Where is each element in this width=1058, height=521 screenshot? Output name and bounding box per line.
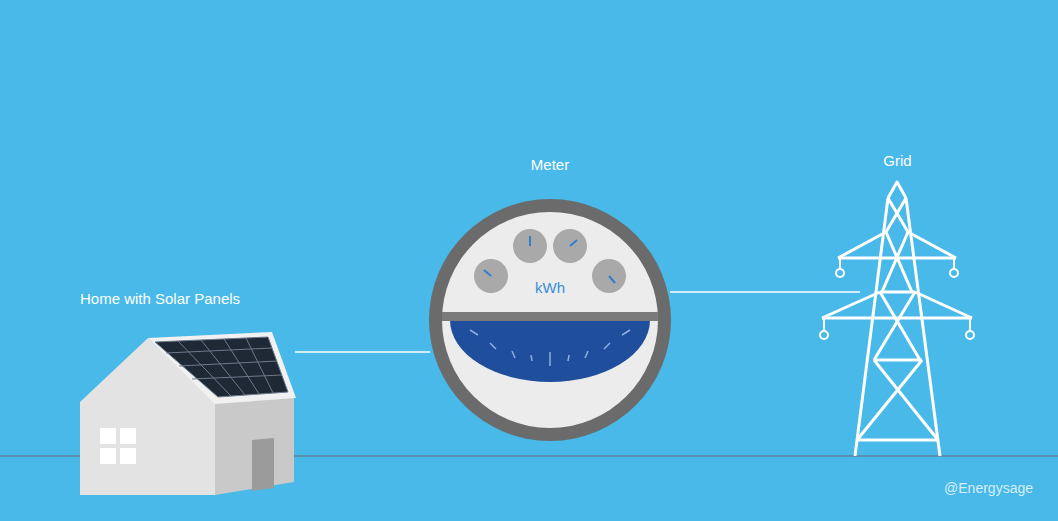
transmission-tower-shape-shape: [950, 269, 958, 277]
meter-illustration-shape-shape: [585, 351, 588, 358]
transmission-tower-shape: [886, 232, 912, 292]
transmission-tower-shape-shape: [823, 318, 825, 330]
meter-dial-shape-shape: [484, 270, 491, 276]
transmission-tower-shape: [880, 291, 915, 294]
transmission-tower-shape: [838, 232, 886, 258]
meter-unit: kWh: [500, 279, 600, 297]
house-illustration-shape: [252, 438, 274, 491]
solar-panel-array-shape: [155, 337, 288, 397]
transmission-tower-shape: [908, 232, 956, 258]
transmission-tower-shape: [888, 182, 906, 198]
transmission-tower-shape: [880, 292, 920, 360]
meter-dial-shape: [484, 236, 615, 283]
meter-illustration: [429, 199, 671, 441]
transmission-tower-shape: [882, 232, 908, 292]
meter-illustration-shape-shape: [622, 330, 630, 335]
house-illustration-shape: [100, 428, 116, 444]
solar-panel-array-shape: [179, 361, 277, 366]
meter-dial-shape-shape: [570, 240, 577, 246]
transmission-tower-shape-shape: [820, 331, 828, 339]
transmission-tower-shape: [820, 258, 974, 339]
watermark: @Energysage: [880, 480, 1033, 496]
meter-illustration-shape-shape: [568, 355, 569, 361]
transmission-tower-shape: [888, 198, 908, 232]
house-illustration: [80, 332, 296, 495]
meter-dial-shape: [592, 259, 626, 293]
node-title: Grid: [860, 152, 935, 170]
solar-panel-array-shape: [246, 338, 273, 393]
meter-illustration-shape-shape: [470, 330, 478, 335]
solar-panel-array-shape: [178, 341, 231, 396]
meter-dial-shape-shape: [609, 276, 615, 283]
transmission-tower-shape: [874, 292, 915, 360]
transmission-tower-shape: [857, 439, 938, 442]
tower-node: Grid: [860, 150, 935, 456]
transmission-tower-shape: [855, 198, 888, 456]
house-illustration-shape: [120, 428, 136, 444]
meter-illustration-shape: [442, 312, 658, 321]
transmission-tower-shape: [886, 198, 906, 232]
house-illustration-shape: [148, 332, 296, 404]
transmission-tower-shape: [906, 198, 940, 456]
solar-panel-array-shape: [192, 375, 282, 379]
meter-dial-shape-shape: [529, 236, 531, 246]
meter-illustration-shape: [450, 320, 650, 382]
meter-illustration-shape: [470, 330, 630, 366]
transmission-tower-shape-shape: [836, 269, 844, 277]
node-title: Meter: [430, 156, 670, 174]
house-illustration-shape: [120, 448, 136, 464]
meter-illustration-shape: [429, 199, 671, 441]
meter-node: Meter kWh: [430, 150, 670, 442]
transmission-tower-shape: [874, 360, 938, 440]
transmission-tower-shape: [822, 292, 880, 318]
meter-illustration-shape: [442, 212, 658, 428]
transmission-tower-shape-shape: [966, 331, 974, 339]
house-illustration-shape: [100, 448, 116, 464]
connector-wire: [295, 351, 430, 353]
solar-panel-array-shape: [224, 339, 259, 394]
meter-dial-shape: [553, 229, 587, 263]
solar-panel-array: [155, 337, 288, 397]
meter-illustration-shape-shape: [512, 351, 515, 358]
transmission-tower-shape: [874, 359, 922, 362]
solar-panel-array-shape: [166, 348, 272, 353]
meter-dial-shape: [474, 259, 508, 293]
transmission-tower: [820, 182, 974, 456]
transmission-tower-shape-shape: [969, 318, 971, 330]
node-title: Home with Solar Panels: [80, 290, 295, 308]
meter-illustration-shape-shape: [531, 355, 532, 361]
meter-dial-shape: [513, 229, 547, 263]
meter-illustration-shape-shape: [490, 343, 496, 349]
transmission-tower-shape-shape: [839, 258, 841, 268]
connector-wire: [670, 291, 860, 293]
solar-panel-array-shape: [201, 340, 245, 395]
meter-illustration-shape-shape: [549, 352, 551, 366]
transmission-tower-shape: [857, 360, 922, 440]
transmission-tower-shape-shape: [953, 258, 955, 268]
transmission-tower-shape: [915, 292, 972, 318]
house-illustration-shape: [215, 396, 294, 495]
meter-illustration-shape-shape: [604, 343, 610, 349]
house-node: Home with Solar Panels: [80, 290, 295, 498]
